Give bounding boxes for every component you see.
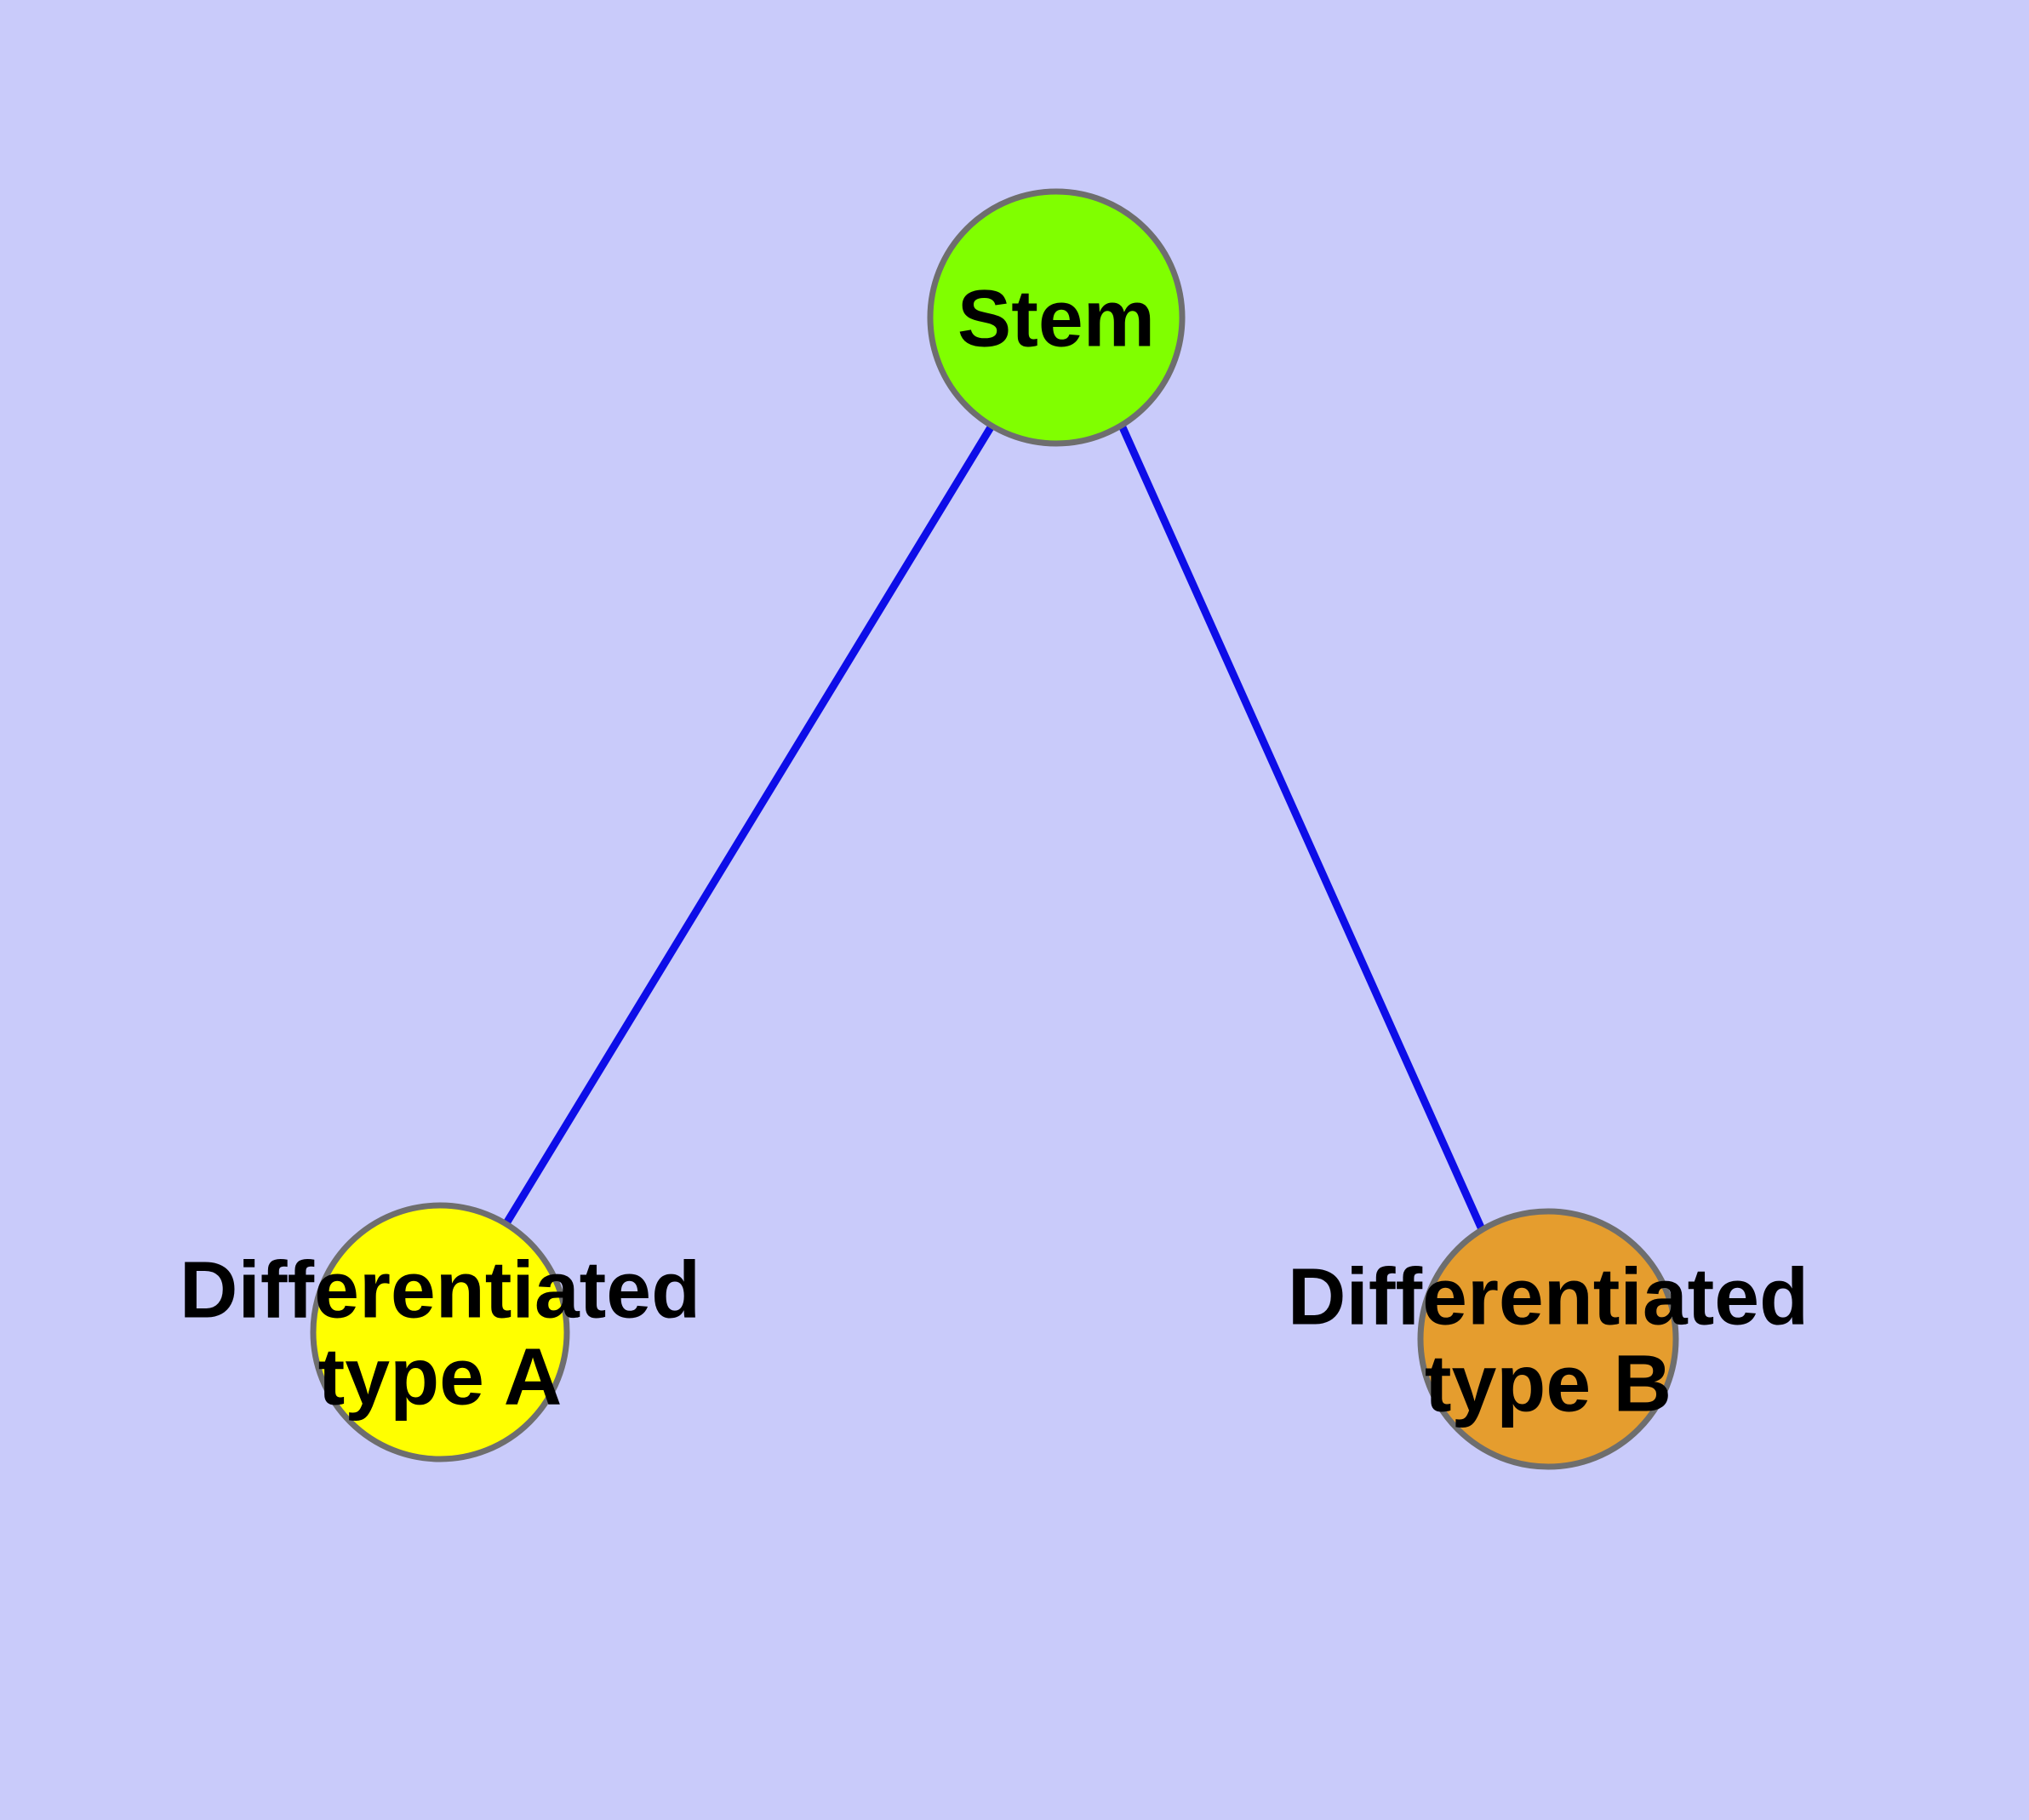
node-diff-b[interactable] bbox=[1417, 1208, 1679, 1470]
node-label-stem: Stem bbox=[957, 273, 1155, 363]
edge-stem-to-diff-b[interactable] bbox=[1118, 426, 1486, 1231]
node-label-line: type A bbox=[318, 1331, 563, 1422]
node-label-line: Differentiated bbox=[1288, 1251, 1809, 1342]
node-stem[interactable] bbox=[927, 188, 1186, 447]
node-label-line: Stem bbox=[957, 273, 1155, 363]
edge-stem-to-diff-a[interactable] bbox=[503, 425, 994, 1226]
nodes-layer bbox=[310, 188, 1679, 1470]
node-label-line: Differentiated bbox=[180, 1245, 700, 1335]
edges-layer bbox=[503, 425, 1486, 1231]
node-diff-a[interactable] bbox=[310, 1202, 570, 1462]
node-label-line: type B bbox=[1425, 1338, 1672, 1428]
